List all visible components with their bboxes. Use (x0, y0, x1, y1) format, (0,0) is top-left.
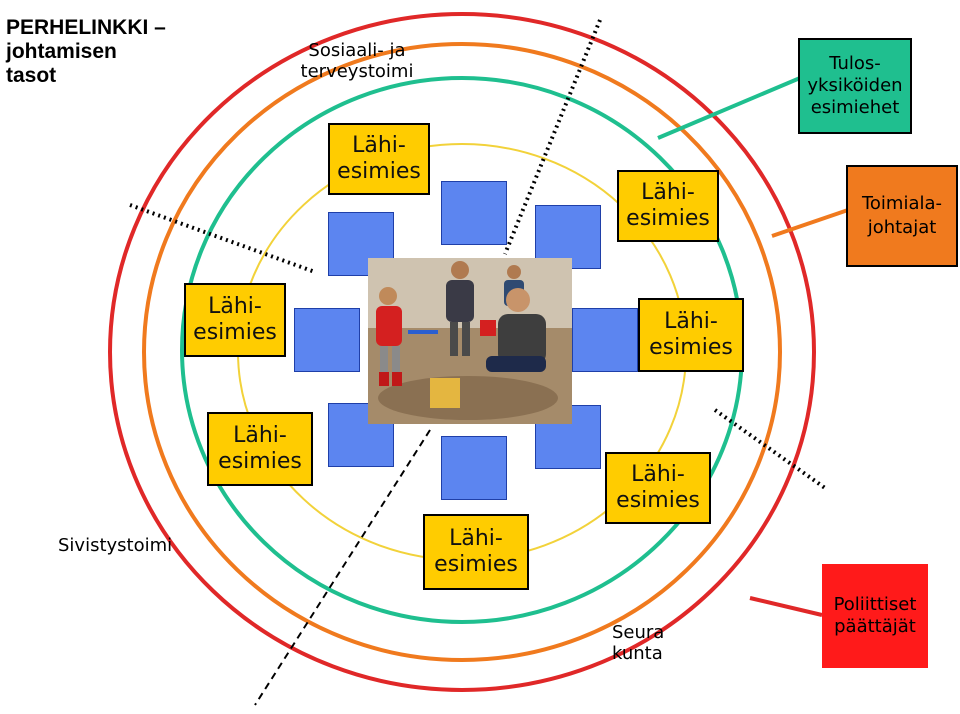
legend-red-label: Poliittiset päättäjät (833, 594, 917, 637)
sector-label-sosiaali: Sosiaali- ja terveystoimi (300, 40, 414, 82)
lahiesimies-label: Lähi- esimies (434, 526, 518, 577)
lahiesimies-box-top-right: Lähi- esimies (617, 170, 719, 242)
lahiesimies-box-top: Lähi- esimies (328, 123, 430, 195)
lahiesimies-label: Lähi- esimies (337, 133, 421, 184)
family-photo (368, 258, 572, 424)
sector-label-seurakunta: Seura kunta (612, 622, 665, 664)
legend-toimialajohtajat: Toimiala- johtajat (846, 165, 958, 267)
connector-orange (771, 208, 849, 238)
lahiesimies-label: Lähi- esimies (626, 180, 710, 231)
sector-label-sivistystoimi: Sivistystoimi (58, 535, 173, 556)
unit-square (294, 308, 360, 372)
legend-tulosyksikoiden-esimiehet: Tulos- yksiköiden esimiehet (798, 38, 912, 134)
lahiesimies-box-bottom-left: Lähi- esimies (207, 412, 313, 486)
unit-square (572, 308, 638, 372)
legend-orange-label: Toimiala- johtajat (861, 193, 943, 238)
lahiesimies-box-right: Lähi- esimies (638, 298, 744, 372)
unit-square (441, 436, 507, 500)
connector-green (657, 76, 801, 140)
divider-top (503, 19, 602, 255)
diagram-title: PERHELINKKI – johtamisen tasot (6, 16, 166, 87)
connector-red (749, 596, 823, 617)
divider-right (713, 408, 827, 490)
red-ring (108, 12, 816, 692)
lahiesimies-label: Lähi- esimies (218, 423, 302, 474)
family-photo-illustration (368, 258, 572, 424)
lahiesimies-box-bottom: Lähi- esimies (423, 514, 529, 590)
lahiesimies-label: Lähi- esimies (616, 462, 700, 513)
legend-poliittiset-paattajat: Poliittiset päättäjät (822, 564, 928, 668)
legend-green-label: Tulos- yksiköiden esimiehet (807, 53, 903, 118)
lahiesimies-box-left: Lähi- esimies (184, 283, 286, 357)
divider-left (129, 203, 316, 274)
lahiesimies-label: Lähi- esimies (193, 294, 277, 345)
lahiesimies-label: Lähi- esimies (649, 309, 733, 360)
divider-bottom (254, 429, 431, 706)
unit-square (441, 181, 507, 245)
orange-ring (142, 42, 782, 662)
lahiesimies-box-bottom-right: Lähi- esimies (605, 452, 711, 524)
